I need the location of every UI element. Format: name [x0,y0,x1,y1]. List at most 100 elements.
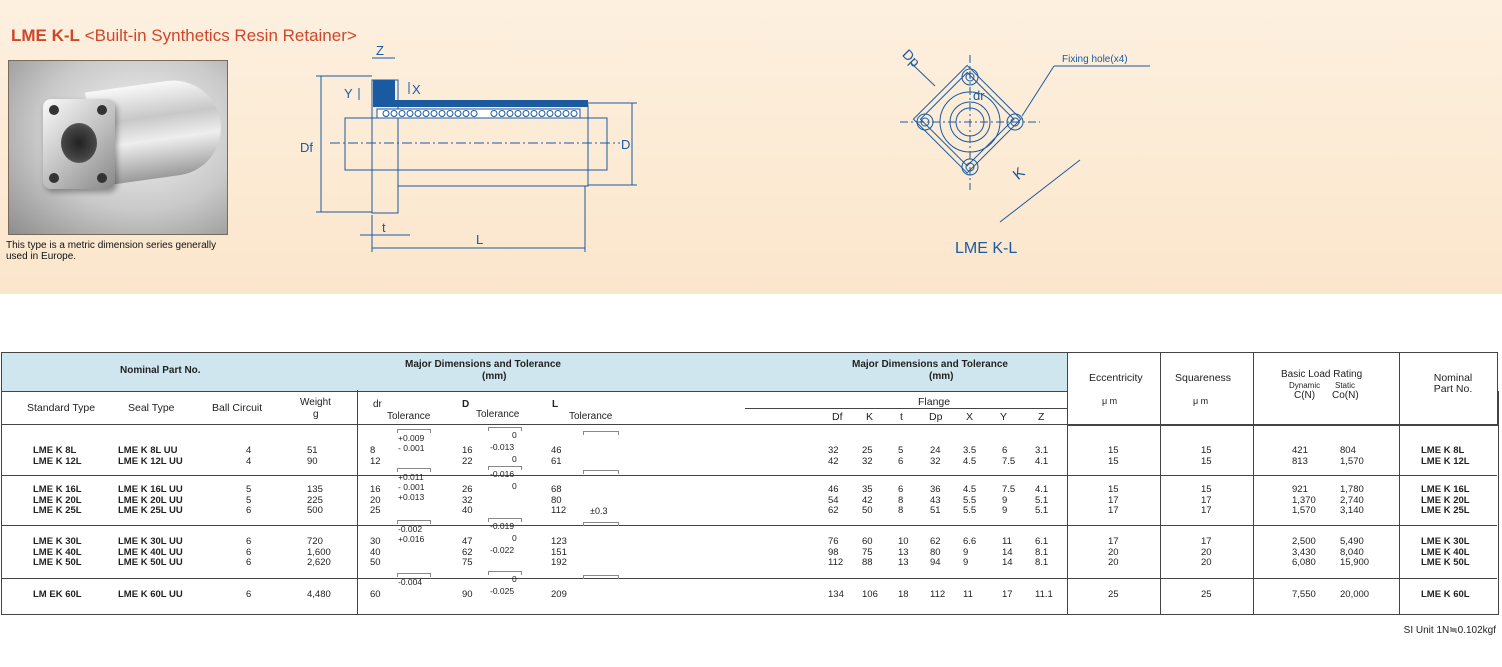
cell-Dp: 24 [930,445,941,456]
tolerance-bracket [488,466,522,470]
cell-sq: 20 [1201,546,1212,558]
ball [562,110,570,117]
cell-seal: LME K 25L UU [118,505,183,516]
cell-c: 6,080 [1292,557,1316,568]
hdr-Dp: Dp [929,411,943,423]
label-d: D [621,137,630,152]
cell-L: 68 [551,484,562,495]
ball [382,110,390,117]
cell-sq: 17 [1201,505,1212,516]
hdr-Df: Df [832,411,843,423]
ball [438,110,446,117]
cell-ecc: 15 [1108,445,1119,456]
cell-dr: 60 [370,589,381,600]
tolerance-bracket [397,468,431,472]
cell-std: LME K 40L [33,546,82,558]
cell-Dp: 51 [930,505,941,516]
dim-k [999,159,1081,223]
D-tolerance: -0.013 [490,442,515,452]
ball [546,110,554,117]
cell-ecc: 17 [1108,494,1119,506]
cell-ecc: 17 [1108,536,1119,547]
side-body-lower [344,117,608,171]
L-tolerance: ±0.3 [590,506,608,516]
ball [462,110,470,117]
hdr-nominal-text: Nominal Part No. [120,365,201,376]
cell-c: 1,570 [1292,505,1316,516]
cell-weight: 1,600 [307,546,331,558]
flange-top [373,80,395,100]
hdr-nominal-right: Nominal Part No. [1433,372,1473,395]
hdr-mm2: (mm) [929,371,954,382]
cell-dr: 40 [370,546,381,558]
cell-nom: LME K 20L [1421,494,1470,506]
ball [406,110,414,117]
hdr-standard: Standard Type [27,402,96,414]
cell-Dp: 32 [930,455,941,467]
hdr-right [1067,352,1498,426]
D-tolerance: 0 [512,533,517,543]
hdr-flange: Flange [918,396,951,408]
front-flange [912,64,1022,174]
tolerance-bracket [583,522,619,526]
hdr-K: K [866,411,874,423]
vline [1253,352,1254,614]
hdr-weight: Weight [300,397,331,408]
hdr-ecc-unit: μ m [1102,396,1118,406]
cell-co: 15,900 [1340,557,1370,568]
tolerance-bracket [488,571,522,575]
dr-tolerance: - 0.001 [398,443,425,453]
ball [506,110,514,117]
cell-seal: LME K 16L UU [118,484,183,495]
hdr-dr: dr [373,399,382,410]
hdr-con: Co(N) [1332,390,1359,401]
hdr-dr-tol: Tolerance [387,411,431,422]
cell-Z: 5.1 [1035,494,1049,506]
cell-nom: LME K 60L [1421,589,1470,600]
cell-seal: LME K 30L UU [118,536,183,547]
ball [430,110,438,117]
hdr-g: g [313,409,319,420]
spec-table: Nominal Part No. Major Dimensions and To… [0,352,1499,615]
cell-Df: 46 [828,484,839,495]
ball [490,110,498,117]
cell-weight: 135 [307,484,323,495]
vline [1160,352,1161,614]
ball [554,110,562,117]
cell-L: 112 [551,505,567,516]
vline [1399,352,1400,614]
dr-tolerance: +0.011 [398,472,424,482]
tolerance-bracket [488,518,522,522]
hdr-major [357,352,1068,392]
cell-ecc: 25 [1108,589,1119,600]
dr-tolerance: -0.004 [398,577,423,587]
cell-weight: 500 [307,505,323,516]
cell-D: 47 [462,536,473,547]
dr-tolerance: - 0.001 [398,482,425,492]
photo-hole [97,173,107,183]
cell-std: LME K 50L [33,557,82,568]
hdr-static: Static [1335,381,1356,390]
cell-L: 123 [551,536,567,547]
label-l: L [476,232,483,247]
cell-L: 151 [551,546,567,558]
hdr-Y: Y [1000,411,1008,423]
photo-bore [61,123,97,163]
ball [454,110,462,117]
label-z: Z [376,43,384,58]
cell-Z: 8.1 [1035,557,1049,568]
cell-nom: LME K 12L [1421,455,1470,467]
cell-sq: 15 [1201,484,1212,495]
cell-co: 3,140 [1340,505,1364,516]
label-df: Df [300,140,313,155]
cell-D: 16 [462,445,473,456]
hdr-eccentricity: Eccentricity [1089,372,1143,384]
cell-Dp: 36 [930,484,941,495]
hline [1,424,1497,425]
cell-K: 50 [862,505,873,516]
hdr-L: L [552,399,559,410]
cell-K: 106 [862,589,878,600]
hdr-mm1: (mm) [482,371,507,382]
ball [446,110,454,117]
cell-K: 75 [862,546,873,558]
